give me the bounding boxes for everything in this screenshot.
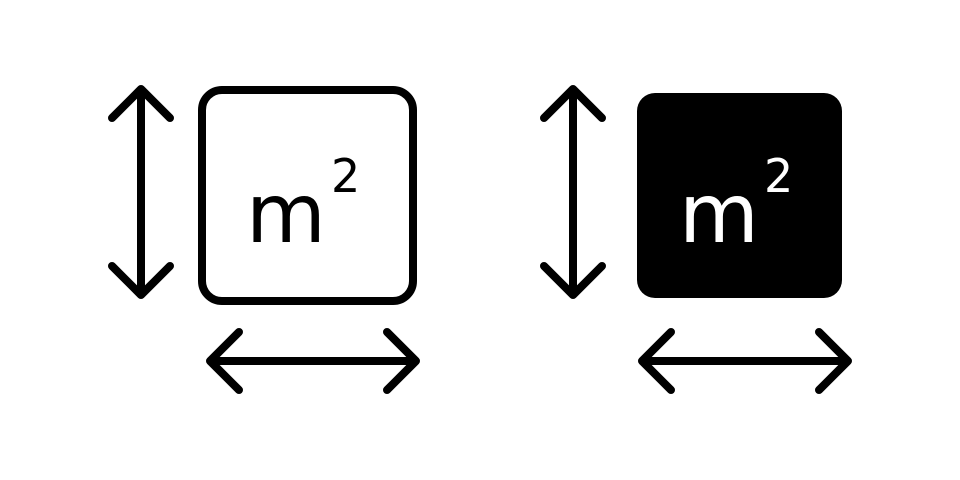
filled-unit-label: m — [679, 167, 759, 262]
filled-horizontal-arrow-icon — [638, 328, 852, 394]
outline-unit-label: m — [246, 167, 326, 262]
outline-exponent-label: 2 — [331, 149, 360, 203]
outline-square-frame — [198, 86, 417, 305]
filled-square-meter-icon: m 2 — [540, 85, 852, 394]
filled-vertical-arrow-icon — [540, 85, 606, 299]
filled-exponent-label: 2 — [764, 149, 793, 203]
filled-square-block — [637, 93, 842, 298]
outline-square-meter-icon: m 2 — [108, 85, 420, 394]
outline-horizontal-arrow-icon — [206, 328, 420, 394]
outline-vertical-arrow-icon — [108, 85, 174, 299]
